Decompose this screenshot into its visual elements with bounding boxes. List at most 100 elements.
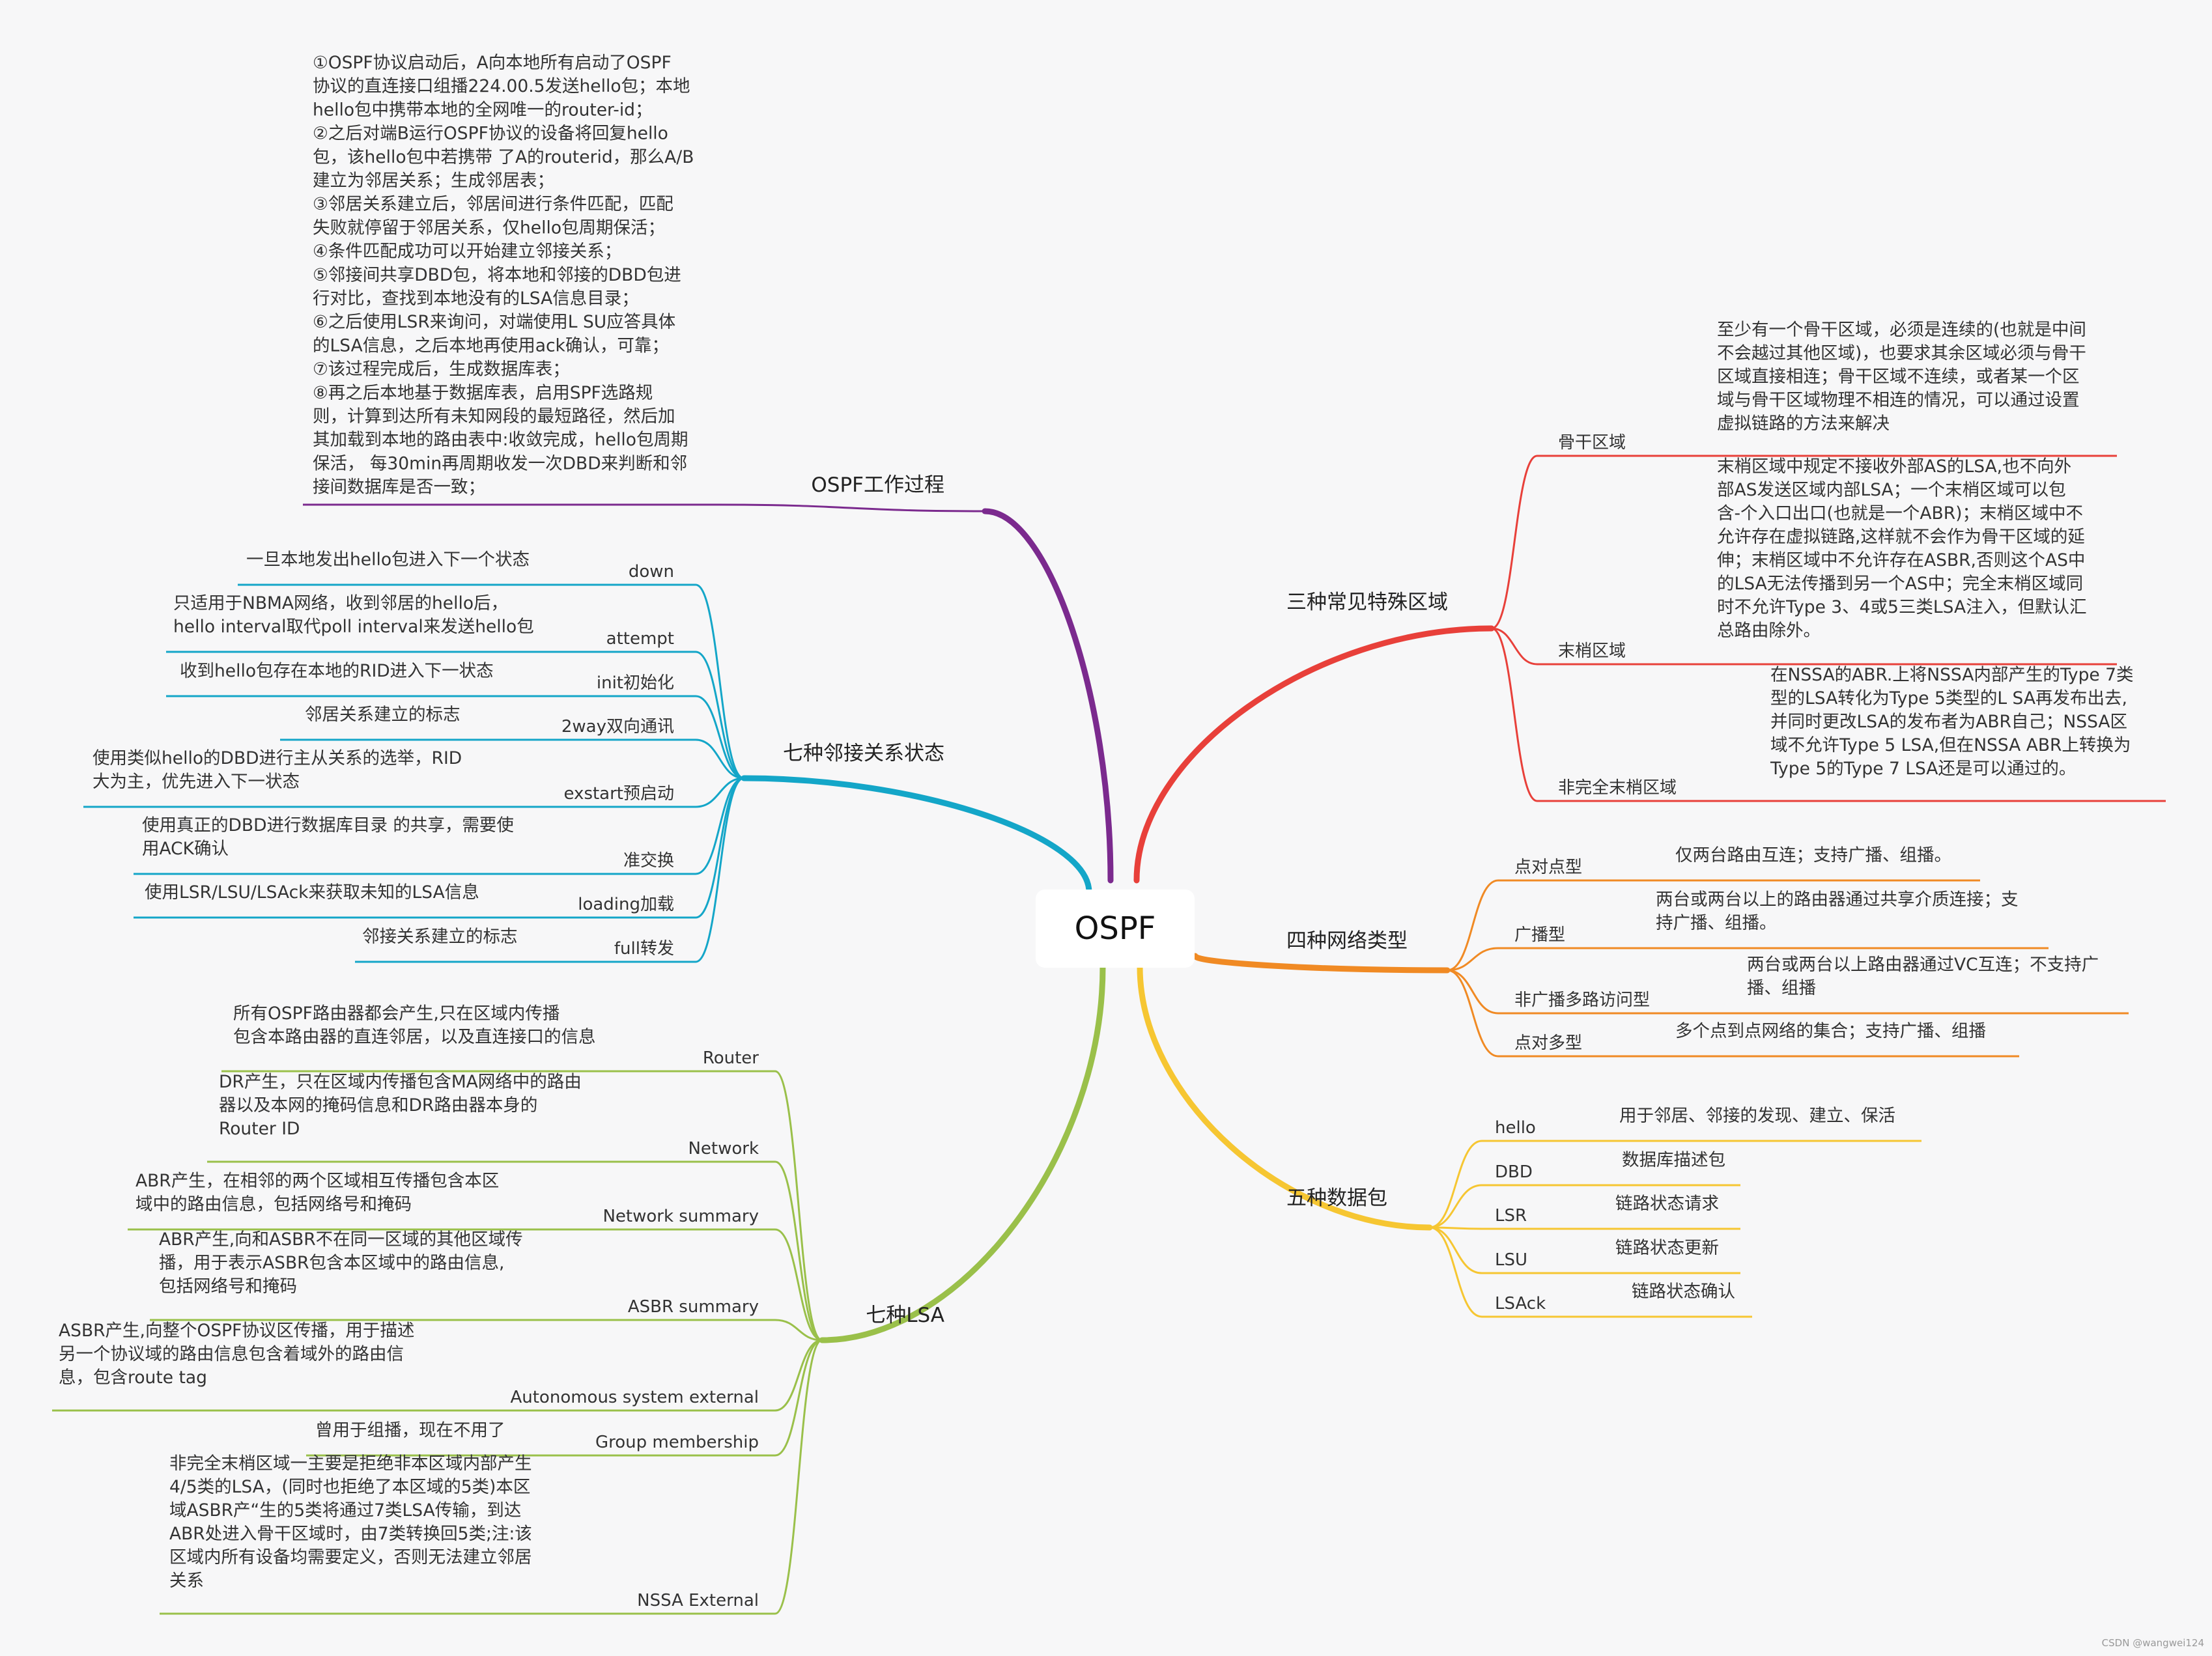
leaf-label: full转发 bbox=[614, 939, 674, 959]
branch-trunk-lsa bbox=[819, 964, 1106, 1343]
leaf-note-line: 只适用于NBMA网络，收到邻居的hello后， bbox=[173, 593, 508, 613]
leaf-areas-0[interactable]: 骨干区域 至少有一个骨干区域，必须是连续的(也就是中间不会越过其他区域)，也要求其… bbox=[1537, 320, 2117, 457]
leaf-note-line: 失败就停留于邻居关系，仅hello包周期保活； bbox=[313, 218, 665, 238]
leaf-note: 曾用于组播，现在不用了 bbox=[315, 1420, 505, 1440]
leaf-note: DR产生，只在区域内传播包含MA网络中的路由器以及本网的掩码信息和DR路由器本身… bbox=[219, 1072, 582, 1139]
leaf-note: ABR产生，在相邻的两个区域相互传播包含本区域中的路由信息，包括网络号和掩码 bbox=[135, 1171, 499, 1214]
leaf-connector bbox=[1447, 969, 1499, 1058]
leaf-note-line: 邻接关系建立的标志 bbox=[362, 927, 518, 947]
leaf-connector bbox=[1429, 1226, 1482, 1274]
branch-trunk-areas bbox=[1133, 625, 1495, 884]
leaf-label: 非广播多路访问型 bbox=[1514, 990, 1650, 1010]
leaf-note-line: 邻居关系建立的标志 bbox=[305, 705, 461, 725]
leaf-note-line: ③邻居关系建立后，邻居间进行条件匹配，匹配 bbox=[313, 194, 674, 214]
leaf-connector bbox=[774, 1070, 823, 1341]
leaf-note-line: 并同时更改LSA的发布者为ABR自己；NSSA区 bbox=[1770, 712, 2127, 732]
leaf-label: 点对多型 bbox=[1514, 1033, 1582, 1053]
leaf-note-line: 则，计算到达所有未知网段的最短路径，然后加 bbox=[313, 406, 675, 427]
leaf-note-line: 另一个协议域的路由信息包含着域外的路由信 bbox=[59, 1344, 404, 1364]
branch-label-process[interactable]: OSPF工作过程 bbox=[811, 473, 944, 497]
leaf-label: 骨干区域 bbox=[1558, 433, 1626, 453]
branch-label-lsa[interactable]: 七种LSA bbox=[866, 1304, 944, 1327]
leaf-note-line: 器以及本网的掩码信息和DR路由器本身的 bbox=[219, 1095, 537, 1116]
root-title: OSPF bbox=[1075, 910, 1156, 947]
branch-trunk-states bbox=[741, 775, 1092, 895]
leaf-note-line: 仅两台路由互连；支持广播、组播。 bbox=[1675, 845, 1951, 865]
root-node[interactable]: OSPF bbox=[1036, 890, 1195, 968]
leaf-note-line: 在NSSA的ABR.上将NSSA内部产生的Type 7类 bbox=[1770, 665, 2134, 685]
branch-areas: 三种常见特殊区域 骨干区域 至少有一个骨干区域，必须是连续的(也就是中间不会越过其他… bbox=[1286, 320, 2166, 802]
leaf-label: Network summary bbox=[603, 1207, 759, 1226]
leaf-states-7[interactable]: full转发 邻接关系建立的标志 bbox=[355, 927, 696, 963]
leaf-label: Router bbox=[703, 1048, 759, 1068]
branch-label-network_types[interactable]: 四种网络类型 bbox=[1286, 929, 1408, 953]
leaf-connector bbox=[774, 1228, 823, 1341]
leaf-note-line: 域与骨干区域物理不相连的情况，可以通过设置 bbox=[1717, 390, 2080, 410]
leaf-label: NSSA External bbox=[637, 1591, 759, 1610]
leaf-connector bbox=[774, 1339, 823, 1457]
leaf-connector bbox=[774, 1339, 823, 1615]
leaf-note-line: ⑧再之后本地基于数据库表，启用SPF选路规 bbox=[313, 383, 653, 403]
leaf-connector bbox=[695, 777, 744, 875]
leaf-connector bbox=[695, 651, 744, 779]
leaf-note-line: 所有OSPF路由器都会产生,只在区域内传播 bbox=[233, 1003, 560, 1024]
leaf-note-line: 一旦本地发出hello包进入下一个状态 bbox=[246, 550, 530, 570]
leaf-lsa-3[interactable]: ASBR summaryABR产生,向和ASBR不在同一区域的其他区域传播，用于… bbox=[150, 1229, 775, 1321]
leaf-note-line: 关系 bbox=[169, 1571, 204, 1591]
leaf-note-line: 链路状态确认 bbox=[1632, 1282, 1735, 1302]
leaf-note-line: DR产生，只在区域内传播包含MA网络中的路由 bbox=[219, 1072, 582, 1092]
leaf-lsa-2[interactable]: Network summary ABR产生，在相邻的两个区域相互传播包含本区域中的… bbox=[128, 1171, 775, 1231]
leaf-note: 至少有一个骨干区域，必须是连续的(也就是中间不会越过其他区域)，也要求其余区域必… bbox=[1717, 320, 2086, 434]
leaf-connector bbox=[695, 583, 744, 779]
leaf-note-line: 数据库描述包 bbox=[1622, 1150, 1725, 1170]
leaf-connector bbox=[716, 503, 985, 512]
leaf-note-line: 息，包含route tag bbox=[59, 1368, 207, 1388]
leaf-note: 两台或两台以上的路由器通过共享介质连接；支持广播、组播。 bbox=[1656, 890, 2019, 933]
branch-label-packets[interactable]: 五种数据包 bbox=[1286, 1186, 1387, 1210]
leaf-note-line: 链路状态请求 bbox=[1615, 1194, 1719, 1214]
leaf-note-line: 使用LSR/LSU/LSAck来获取未知的LSA信息 bbox=[145, 882, 479, 903]
leaf-note: ASBR产生,向整个OSPF协议区传播，用于描述另一个协议域的路由信息包含着域外… bbox=[59, 1321, 414, 1388]
leaf-lsa-4[interactable]: Autonomous system externalASBR产生,向整个OSPF… bbox=[52, 1321, 775, 1412]
leaf-connector bbox=[695, 777, 744, 808]
leaf-note-line: 播，用于表示ASBR包含本区域中的路由信息, bbox=[159, 1253, 504, 1273]
leaf-label: LSU bbox=[1495, 1250, 1527, 1270]
leaf-connector bbox=[695, 738, 744, 779]
leaf-note-line: 4/5类的LSA，(同时也拒绝了本区域的5类)本区 bbox=[169, 1477, 530, 1497]
leaf-note-line: 伸；末梢区域中不允许存在ASBR,否则这个AS中 bbox=[1717, 550, 2085, 570]
branch-label-areas[interactable]: 三种常见特殊区域 bbox=[1286, 591, 1448, 614]
leaf-note-line: 播、组播 bbox=[1747, 978, 1816, 998]
leaf-note-line: 的LSA信息，之后本地再使用ack确认，可靠； bbox=[313, 335, 669, 356]
branch-label-states[interactable]: 七种邻接关系状态 bbox=[783, 742, 944, 765]
leaf-areas-1[interactable]: 末梢区域末梢区域中规定不接收外部AS的LSA,也不向外部AS发送区域内部LSA；… bbox=[1537, 456, 2117, 666]
leaf-lsa-0[interactable]: Router 所有OSPF路由器都会产生,只在区域内传播包含本路由器的直连邻居，以… bbox=[221, 1003, 775, 1073]
leaf-lsa-1[interactable]: NetworkDR产生，只在区域内传播包含MA网络中的路由器以及本网的掩码信息和… bbox=[207, 1072, 775, 1163]
leaf-note-line: 包含本路由器的直连邻居，以及直连接口的信息 bbox=[233, 1027, 596, 1047]
leaf-note-line: ABR处进入骨干区域时，由7类转换回5类;注:该 bbox=[169, 1524, 532, 1544]
leaf-connector bbox=[695, 695, 744, 779]
leaf-note-line: 虚拟链路的方法来解决 bbox=[1717, 414, 1890, 434]
